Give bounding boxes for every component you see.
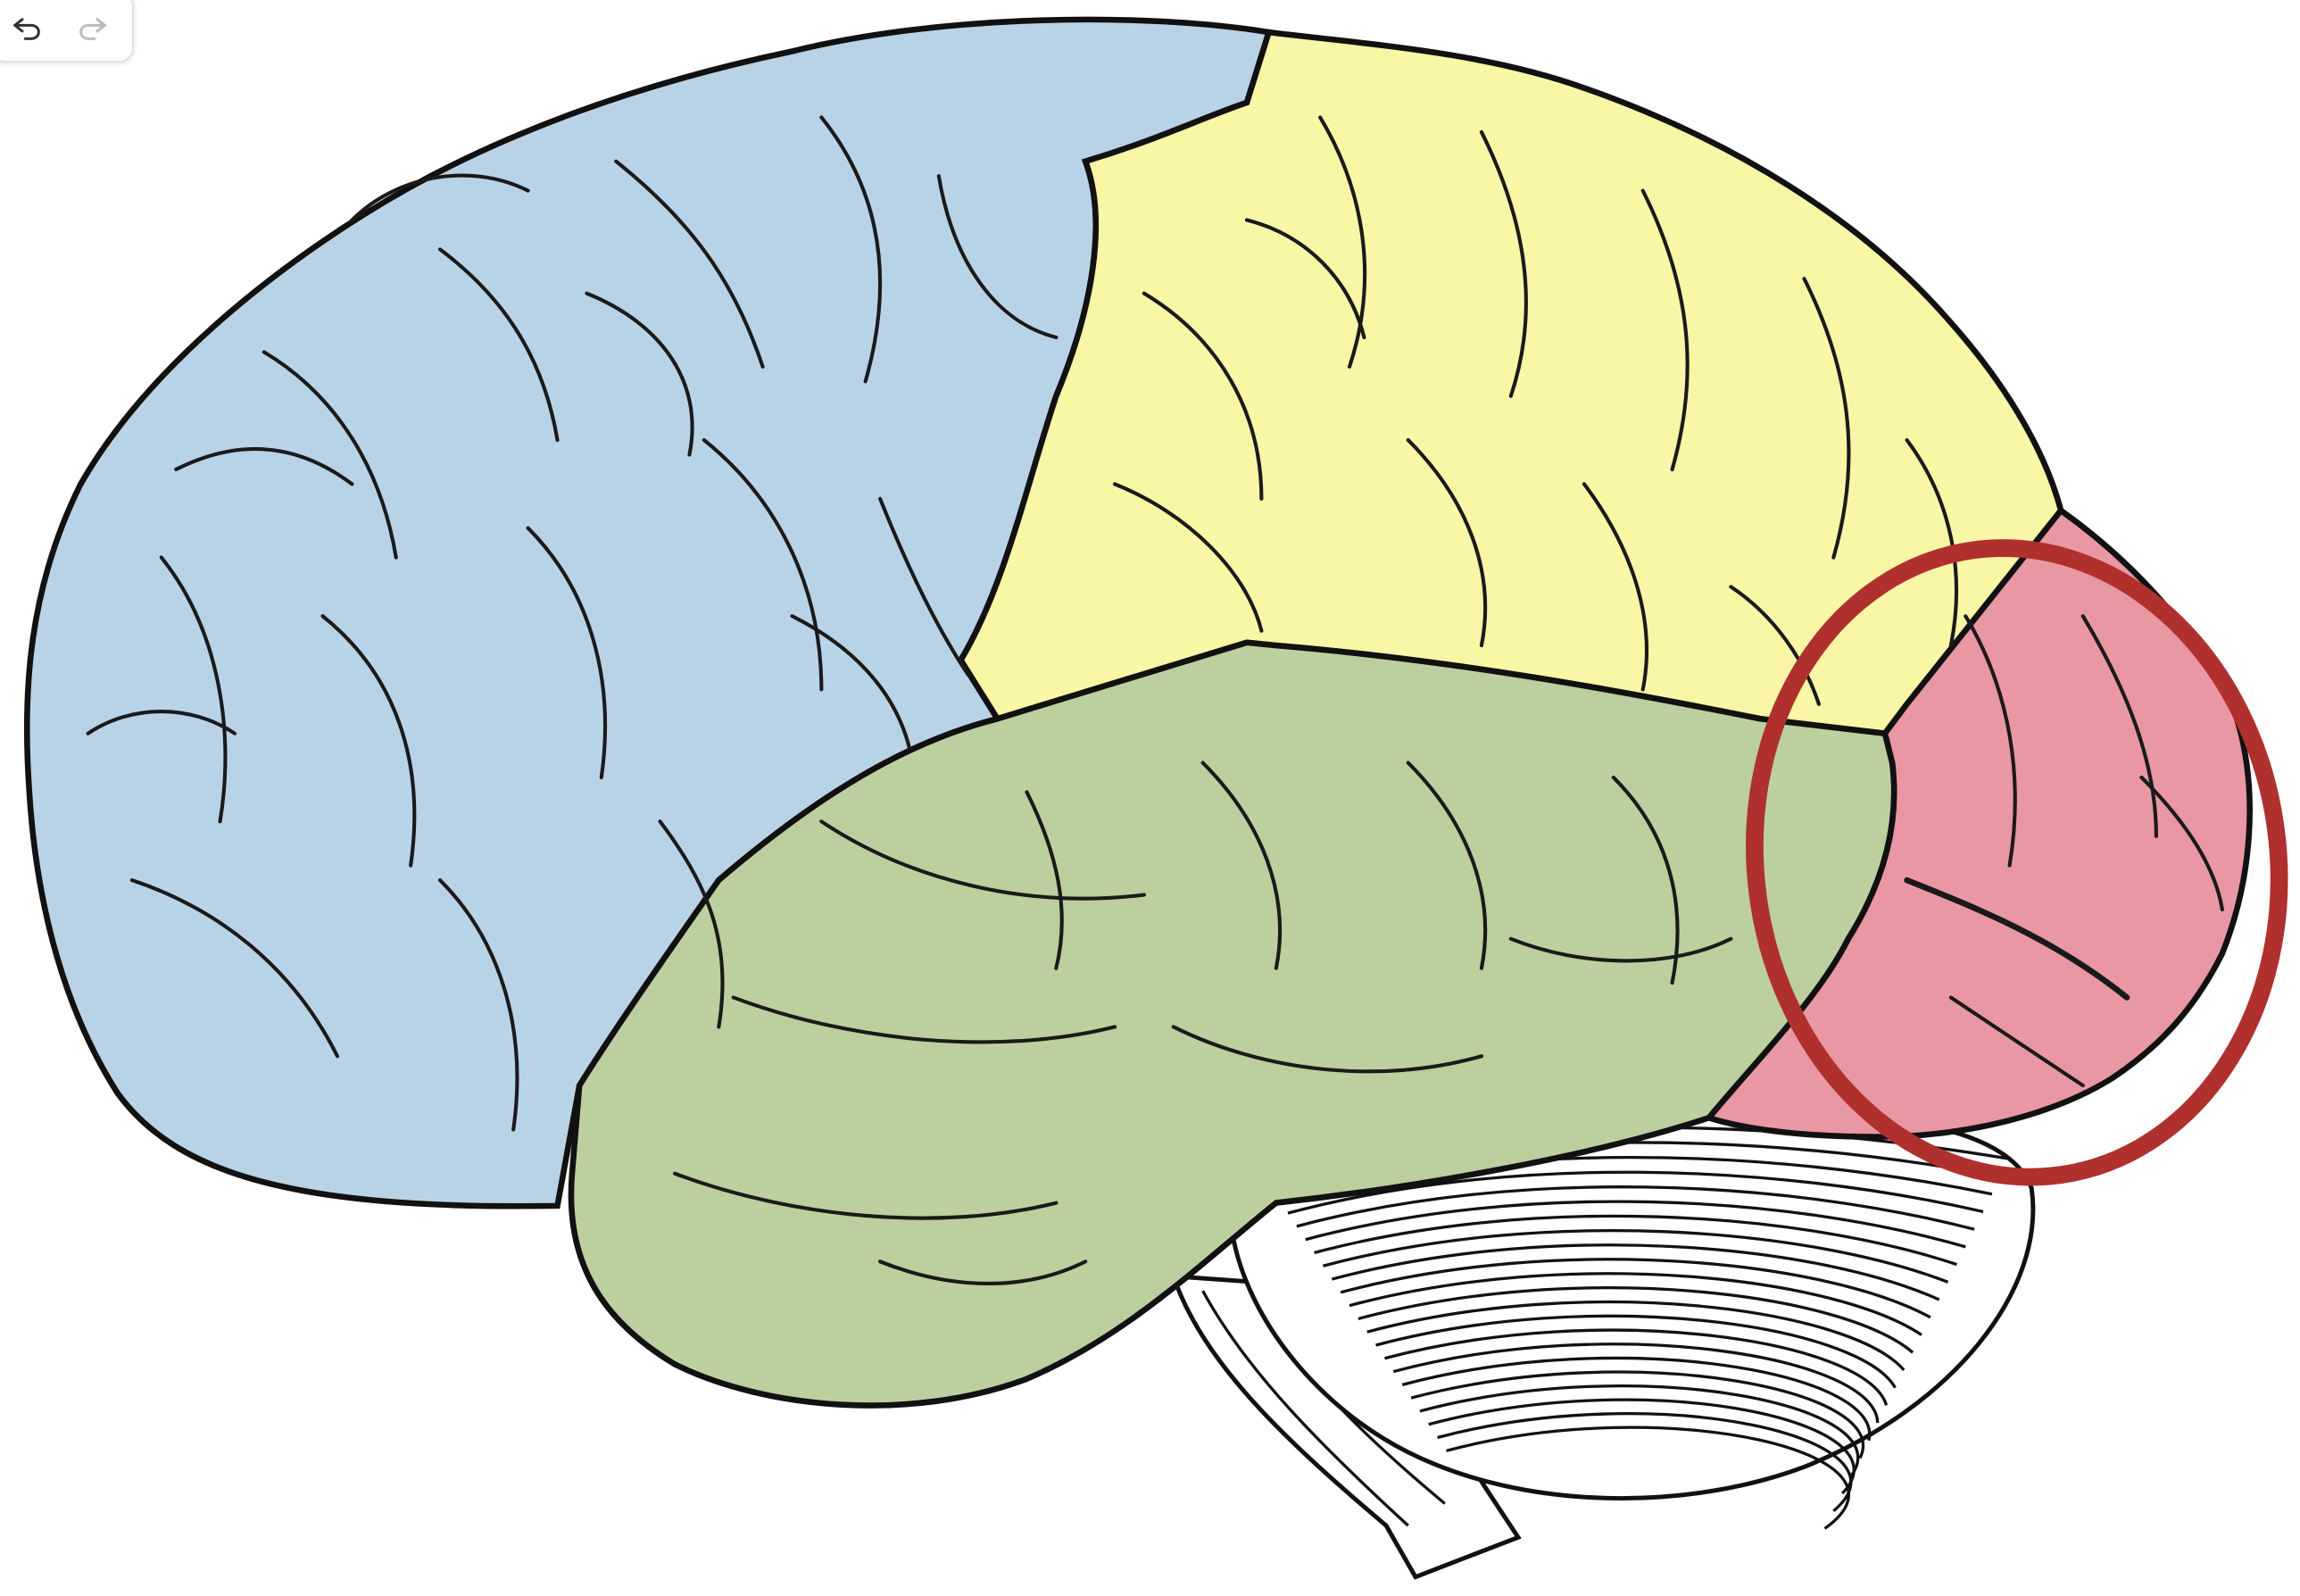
cerebellum-fold [1287,1170,1984,1215]
cerebellum-fold [1331,1243,1940,1301]
temporal-lobe [568,639,1897,1409]
gyri-lines [86,115,2224,1286]
cerebellum-fold [1446,1426,1850,1530]
highlight-circle [1746,539,2288,1186]
cerebellum-fold [1392,1342,1880,1424]
cerebellum-fold [1305,1200,1966,1249]
cerebellum-fold [1349,1272,1922,1336]
cerebellum-fold [1323,1228,1949,1284]
undo-icon [13,18,40,40]
cerebellum-fold [1437,1412,1853,1512]
cerebellum-fold [1340,1258,1931,1319]
history-toolbar [0,0,134,62]
parietal-temporal-boundary [1275,643,1886,736]
cerebellum-fold [1428,1398,1856,1495]
cerebellum-fold [1366,1300,1906,1371]
cerebellum-fold [1375,1314,1897,1389]
cerebellum-fold [1358,1286,1914,1354]
cerebellum-fold [1410,1370,1864,1459]
cerebellum-fold [1401,1356,1872,1442]
cerebellum-fold [1296,1185,1975,1231]
cerebellum-fold [1419,1384,1860,1477]
redo-button[interactable] [71,5,114,48]
cerebellum-fold [1314,1214,1957,1267]
redo-icon [79,18,106,40]
undo-button[interactable] [5,5,48,48]
cerebellum [1229,1111,2036,1530]
cerebellum-fold [1384,1328,1889,1406]
